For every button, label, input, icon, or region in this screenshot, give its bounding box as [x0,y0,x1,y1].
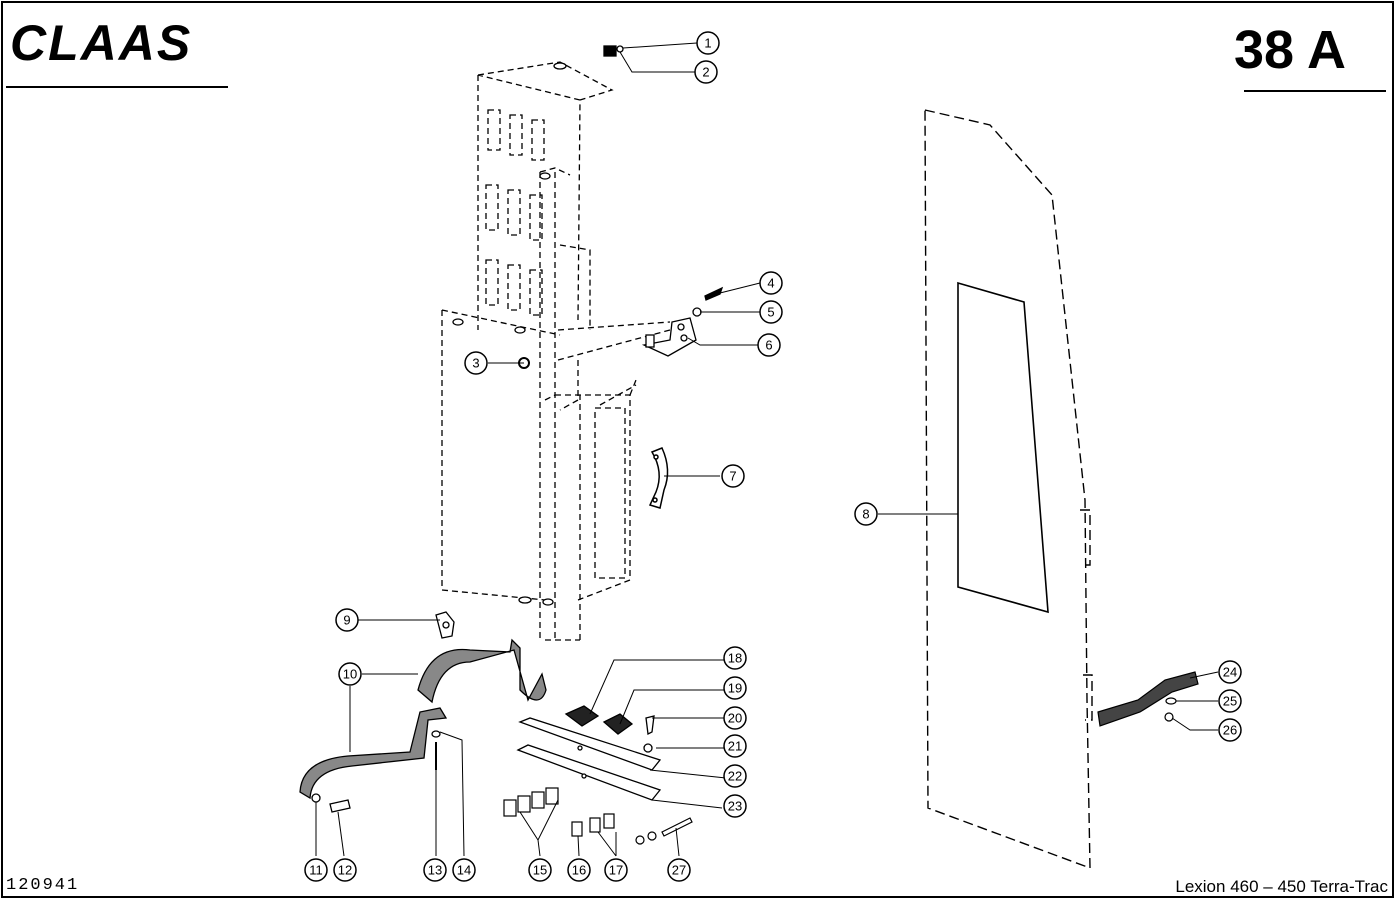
callout-number: 27 [672,863,686,878]
callout-number: 16 [572,863,586,878]
callout-number: 21 [728,739,742,754]
rope-assembly [299,638,547,813]
callout-22: 22 [723,764,747,788]
callout-number: 8 [862,507,869,522]
callout-10: 10 [338,662,362,686]
callout-3: 3 [464,351,488,375]
callout-number: 1 [704,36,711,51]
callout-27: 27 [667,858,691,882]
page-code: 38 A [1233,20,1346,80]
callout-number: 24 [1223,665,1237,680]
callout-9: 9 [335,608,359,632]
callout-number: 2 [702,65,709,80]
callout-23: 23 [723,794,747,818]
callout-number: 26 [1223,723,1237,738]
leader-lines [315,42,1219,857]
callout-number: 20 [728,711,742,726]
callout-number: 9 [343,613,350,628]
callout-number: 23 [728,799,742,814]
callout-number: 4 [767,276,774,291]
callout-17: 17 [604,858,628,882]
callout-number: 17 [609,863,623,878]
callout-6: 6 [757,333,781,357]
callout-19: 19 [723,676,747,700]
callout-number: 25 [1223,694,1237,709]
callout-16: 16 [567,858,591,882]
callout-number: 6 [765,338,772,353]
callout-13: 13 [423,858,447,882]
callout-4: 4 [759,271,783,295]
callout-18: 18 [723,646,747,670]
callout-7: 7 [721,464,745,488]
callout-25: 25 [1218,689,1242,713]
callout-11: 11 [304,858,328,882]
callout-number: 14 [457,863,471,878]
drawing-number: 120941 [6,876,80,895]
callout-number: 3 [472,356,479,371]
hinge-bracket [641,286,724,357]
door-panel [924,109,1093,870]
callout-2: 2 [694,60,718,84]
callout-number: 19 [728,681,742,696]
callout-number: 5 [767,305,774,320]
callout-number: 22 [728,769,742,784]
step-plates [516,717,662,801]
callout-14: 14 [452,858,476,882]
ladder-assembly [441,61,671,641]
callout-number: 7 [729,469,736,484]
callout-number: 18 [728,651,742,666]
callout-number: 12 [338,863,352,878]
callout-24: 24 [1218,660,1242,684]
callout-15: 15 [528,858,552,882]
callout-1: 1 [696,31,720,55]
grab-handle [648,447,669,509]
page-code-underline [1244,90,1386,92]
ladder-fixings [452,45,624,606]
rubber-blocks [564,705,655,753]
callout-20: 20 [723,706,747,730]
logo-underline [6,86,228,88]
callout-number: 13 [428,863,442,878]
callout-number: 15 [533,863,547,878]
callout-26: 26 [1218,718,1242,742]
small-bracket [435,611,455,639]
callout-12: 12 [333,858,357,882]
door-check-strap [1097,671,1199,727]
callout-5: 5 [759,300,783,324]
brand-logo: CLAAS [10,15,193,71]
model-caption: Lexion 460 – 450 Terra-Trac [1175,877,1388,896]
callout-8: 8 [854,502,878,526]
door-window [957,281,1049,614]
bushings [503,787,693,845]
callout-number: 10 [343,667,357,682]
callout-number: 11 [309,863,323,878]
callout-21: 21 [723,734,747,758]
